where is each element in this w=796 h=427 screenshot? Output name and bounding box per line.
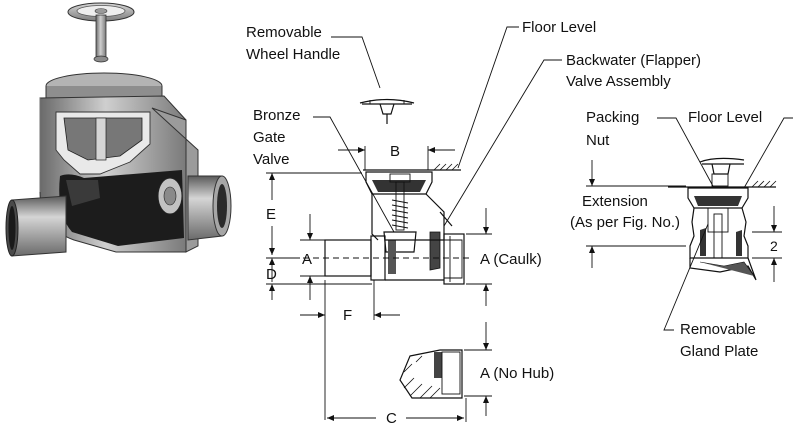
label-packing-nut-line1: Packing — [586, 109, 639, 126]
label-bronze-gate-valve-line2: Gate — [253, 129, 286, 146]
dim-a-left: A — [302, 251, 312, 268]
dim-e: E — [266, 206, 276, 223]
dim-a-no-hub: A (No Hub) — [480, 365, 554, 382]
label-floor-level-main: Floor Level — [522, 19, 596, 36]
label-removable-gland-plate-line2: Gland Plate — [680, 343, 758, 360]
dim-d: D — [266, 266, 277, 283]
label-bronze-gate-valve-line3: Valve — [253, 151, 289, 168]
label-extension-line1: Extension — [582, 193, 648, 210]
label-bronze-gate-valve-line1: Bronze — [253, 107, 301, 124]
label-removable-wheel-handle-line1: Removable — [246, 24, 322, 41]
label-floor-level-right: Floor Level — [688, 109, 762, 126]
callout-labels: Removable Wheel Handle Floor Level Backw… — [246, 19, 762, 360]
dim-b: B — [390, 143, 400, 160]
extension-detail — [586, 117, 793, 331]
dim-two: 2 — [770, 238, 778, 254]
label-packing-nut-line2: Nut — [586, 132, 610, 149]
label-removable-wheel-handle-line2: Wheel Handle — [246, 46, 340, 63]
label-removable-gland-plate-line1: Removable — [680, 321, 756, 338]
dim-c: C — [386, 410, 397, 427]
label-extension-line2: (As per Fig. No.) — [570, 214, 680, 231]
dim-a-caulk: A (Caulk) — [480, 251, 542, 268]
dim-f: F — [343, 307, 352, 324]
handwheel-3d — [67, 2, 135, 63]
section-drawing — [266, 26, 562, 422]
label-backwater-valve-line1: Backwater (Flapper) — [566, 52, 701, 69]
cutaway-illustration — [5, 2, 232, 257]
removable-wheel-handle-part — [359, 98, 415, 124]
dimension-labels: B E A D A (Caulk) F A (No Hub) C 2 — [266, 143, 778, 427]
label-backwater-valve-line2: Valve Assembly — [566, 73, 671, 90]
